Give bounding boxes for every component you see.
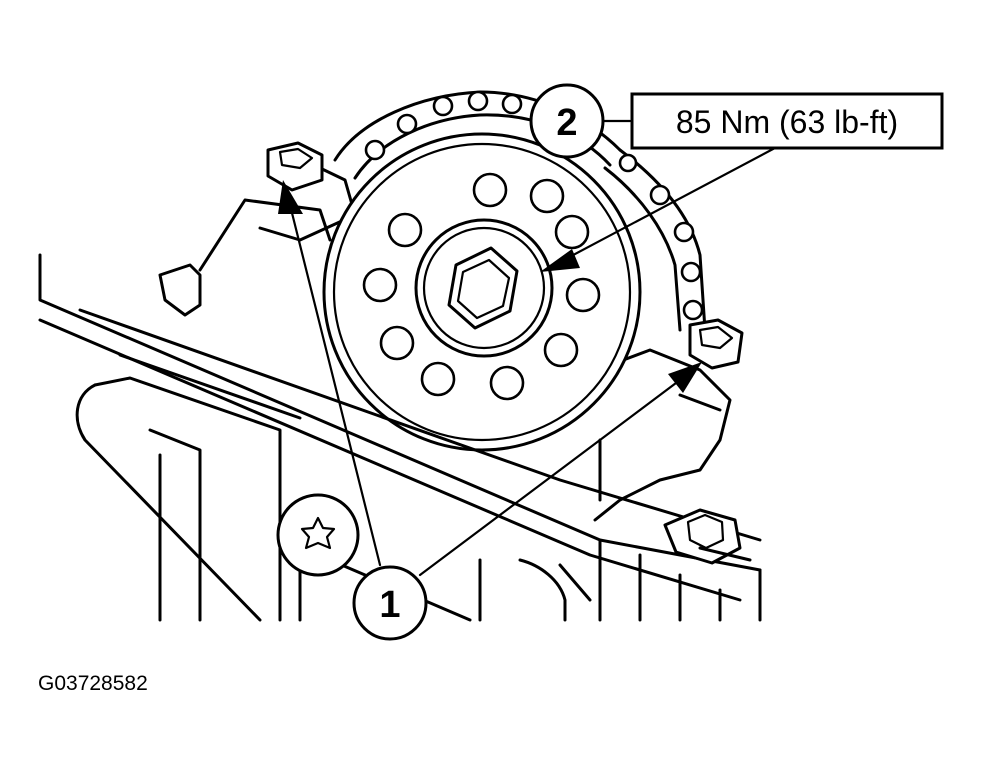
- sprocket-hole: [472, 172, 508, 208]
- sprocket-hole: [489, 365, 525, 401]
- arrowhead-bolt: [540, 249, 580, 272]
- sprocket-hole: [543, 332, 579, 368]
- figure-id: G03728582: [38, 672, 148, 695]
- sprocket-hole: [387, 212, 423, 248]
- sprocket-hole: [362, 267, 398, 303]
- hex-bolt-lower-right: [663, 508, 752, 565]
- guide-bolt-left: [266, 141, 324, 192]
- callout-2: 2: [529, 83, 605, 159]
- sprocket-hole: [565, 277, 601, 313]
- leader-lines: [278, 119, 792, 577]
- torque-spec-label: 85 Nm (63 lb-ft): [676, 104, 898, 140]
- sprocket-hole: [379, 325, 415, 361]
- guide-bolt-right: [688, 318, 744, 370]
- arrowhead-right: [668, 362, 702, 393]
- callout-2-number: 2: [556, 102, 577, 144]
- crankshaft-sprocket: [322, 132, 642, 452]
- sprocket-hole: [554, 214, 590, 250]
- sprocket-hole: [420, 361, 456, 397]
- right-bracket: [593, 348, 732, 522]
- arrowhead-left: [278, 180, 303, 214]
- torque-spec-box: 85 Nm (63 lb-ft): [630, 92, 944, 150]
- sprocket-hole: [529, 178, 565, 214]
- engine-block: [38, 253, 762, 622]
- callout-1: 1: [352, 565, 428, 641]
- torx-bolt: [276, 493, 360, 577]
- callout-1-number: 1: [379, 584, 400, 626]
